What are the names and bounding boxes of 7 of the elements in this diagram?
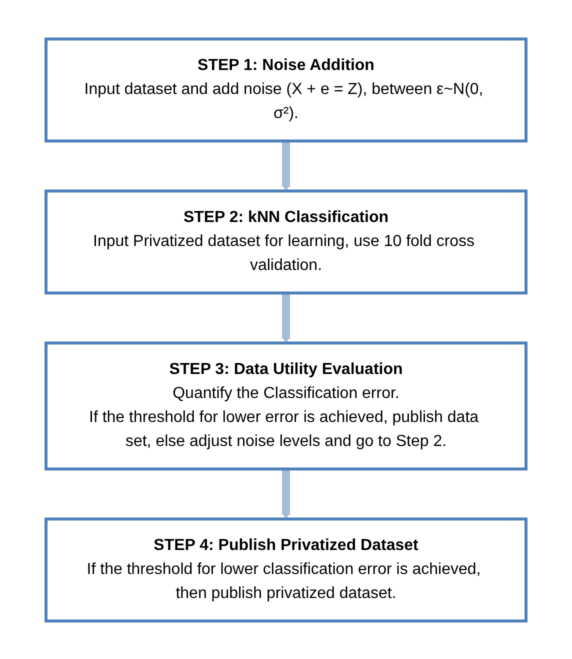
node-box: STEP 3: Data Utility Evaluation Quantify the Classification error. If the threshold for lower error is achieved, publish data set, else adjust noise levels and go to Step 2.: [44, 341, 528, 470]
arrow: [282, 292, 290, 343]
arrow: [282, 140, 290, 191]
node-box: STEP 2: kNN Classification Input Privatized dataset for learning, use 10 fold cross validation.: [44, 189, 528, 294]
node-box: STEP 1: Noise Addition Input dataset and add noise (X + e = Z), between ε~N(0, σ²).: [44, 37, 528, 142]
arrow: [282, 468, 290, 519]
node-box: STEP 4: Publish Privatized Dataset If the threshold for lower classification error is achieved, then publish privatized dataset.: [44, 517, 528, 622]
